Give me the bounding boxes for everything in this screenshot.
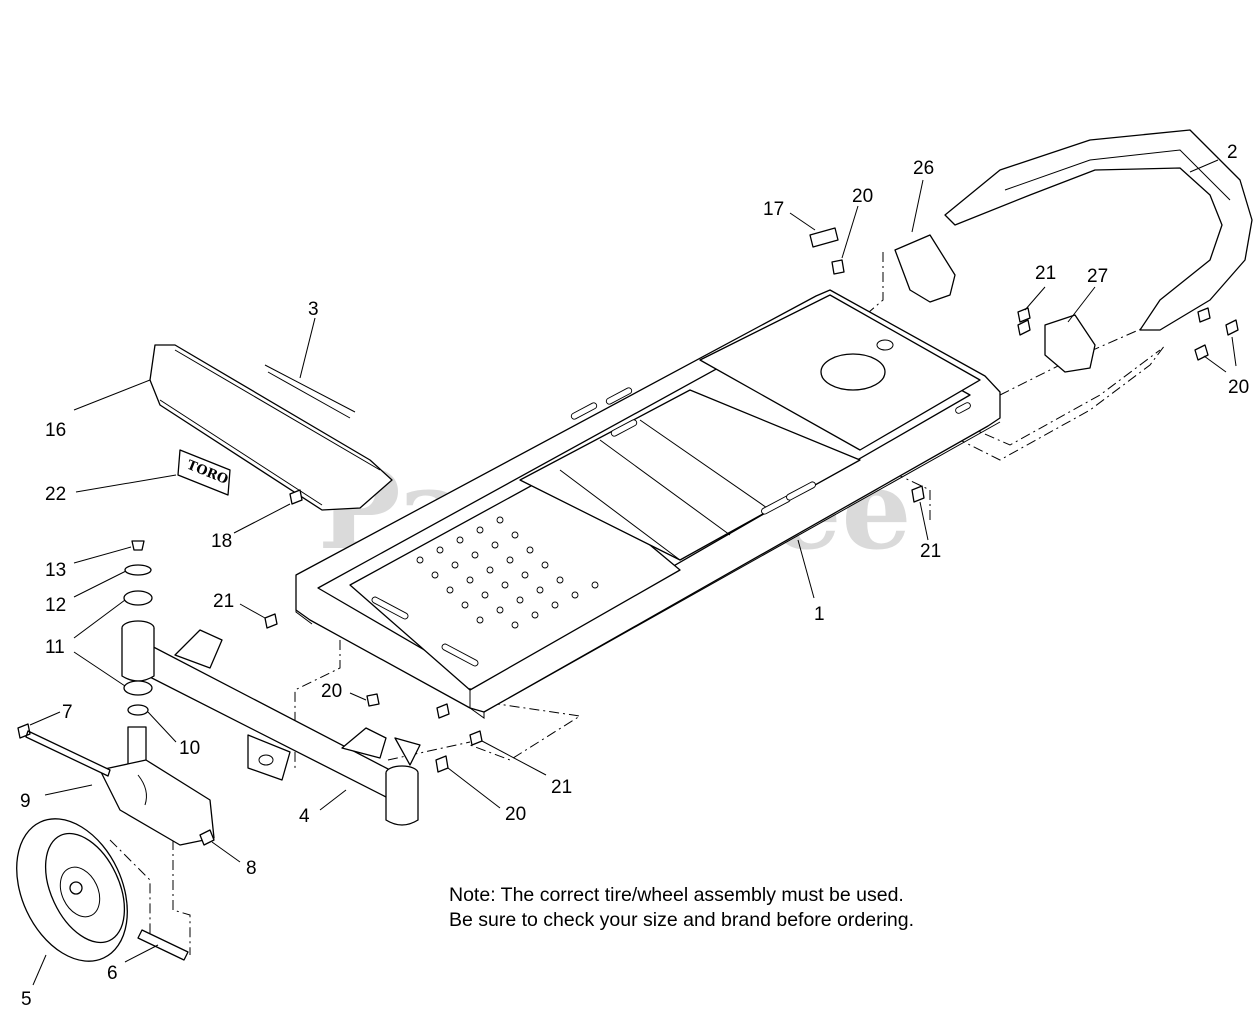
- callout-2: 2: [1227, 142, 1238, 163]
- footrest-cover: [149, 344, 393, 511]
- ordering-note: Note: The correct tire/wheel assembly mu…: [449, 883, 1009, 933]
- bracket-27: [1044, 314, 1096, 373]
- callout-1: 1: [814, 604, 825, 625]
- callout-11: 11: [45, 637, 65, 658]
- callout-22: 22: [45, 484, 66, 505]
- leader-lines: [29, 159, 1237, 986]
- clip-17: [809, 227, 839, 248]
- callout-20-top: 20: [852, 186, 873, 207]
- spacer: [137, 929, 189, 961]
- callout-5: 5: [21, 989, 32, 1010]
- note-line-2: Be sure to check your size and brand bef…: [449, 909, 915, 931]
- callout-21-bottom: 21: [551, 777, 572, 798]
- callout-18: 18: [211, 531, 232, 552]
- callout-17: 17: [763, 199, 784, 220]
- wheel: [16, 818, 128, 962]
- roll-bar: [944, 129, 1253, 331]
- callout-12: 12: [45, 595, 66, 616]
- slot-cutouts: [371, 387, 971, 667]
- floor-perforations: [416, 516, 599, 629]
- nut: [199, 829, 215, 846]
- callout-16: 16: [45, 420, 66, 441]
- callouts: 2 3 16 22 18 13 12 11 10 7 9 8 4 6 5 1 1…: [20, 142, 1249, 1010]
- callout-13: 13: [45, 560, 66, 581]
- callout-6: 6: [107, 963, 118, 984]
- axle-bolt: [17, 723, 111, 777]
- callout-20-front: 20: [321, 681, 342, 702]
- caster-fork: [99, 726, 215, 846]
- bracket-26: [894, 234, 956, 303]
- fasteners: [264, 259, 1239, 773]
- frame: [295, 289, 1001, 719]
- callout-20-rear: 20: [1228, 377, 1249, 398]
- callout-21-left: 21: [213, 591, 234, 612]
- callout-7: 7: [62, 702, 73, 723]
- bolt-18: [289, 489, 303, 505]
- callout-10: 10: [179, 738, 200, 759]
- callout-8: 8: [246, 858, 257, 879]
- callout-21-rear: 21: [1035, 263, 1056, 284]
- callout-20-bottom: 20: [505, 804, 526, 825]
- callout-3: 3: [308, 299, 319, 320]
- callout-4: 4: [299, 806, 310, 827]
- note-line-1: Note: The correct tire/wheel assembly mu…: [449, 884, 904, 906]
- logo-plate: TORO: [177, 449, 231, 496]
- callout-27: 27: [1087, 266, 1108, 287]
- decal: [264, 364, 356, 419]
- front-axle: [121, 620, 421, 826]
- callout-26: 26: [913, 158, 934, 179]
- callout-9: 9: [20, 791, 31, 812]
- callout-21-right: 21: [920, 541, 941, 562]
- pivot-hardware: [123, 540, 153, 716]
